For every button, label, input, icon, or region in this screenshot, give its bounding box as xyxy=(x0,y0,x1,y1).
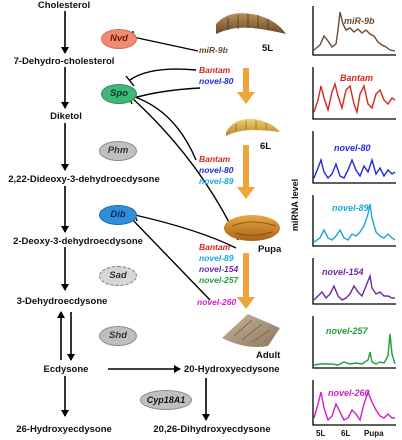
plot-label-novel-260: novel-260 xyxy=(328,388,370,398)
mirna-adult-novel-154: novel-154 xyxy=(199,264,239,274)
mirna-adult-novel-89: novel-89 xyxy=(199,253,234,263)
trace-novel-260 xyxy=(313,389,395,422)
x-tick-pupa: Pupa xyxy=(364,429,384,438)
mirna-novel-260: novel-260 xyxy=(197,297,237,307)
trace-bantam xyxy=(313,81,396,115)
metabolite-ecdysone: Ecdysone xyxy=(43,364,89,375)
mirna-pupa-novel-89: novel-89 xyxy=(199,176,234,186)
mirna-6l-novel-80: novel-80 xyxy=(199,76,234,86)
expression-traces xyxy=(313,11,396,422)
metabolite-20-hydroxyecdysone: 20-Hydroxyecdysone xyxy=(184,364,280,375)
x-tick-6l: 6L xyxy=(341,429,351,438)
plot-label-novel-89: novel-89 xyxy=(332,203,369,213)
larva-6l-image xyxy=(226,118,280,136)
stage-label-pupa: Pupa xyxy=(258,244,282,255)
enzyme-nvd: Nvd xyxy=(101,29,137,49)
enzyme-sad: Sad xyxy=(99,266,137,286)
trace-novel-80 xyxy=(313,157,396,180)
metabolite-2-22-dideoxy: 2,22-Dideoxy-3-dehydroecdysone xyxy=(8,174,160,185)
adult-moth-image xyxy=(222,314,280,347)
metabolite-26-hydroxyecdysone: 26-Hydroxyecdysone xyxy=(16,424,112,435)
mirna-adult-bantam: Bantam xyxy=(199,242,231,252)
trace-novel-89 xyxy=(313,203,396,243)
plot-label-bantam: Bantam xyxy=(340,73,374,83)
mirna-adult-novel-257: novel-257 xyxy=(199,275,239,285)
metabolite-2-deoxy: 2-Deoxy-3-dehydroecdysone xyxy=(13,236,143,247)
y-axis-label: miRNA level xyxy=(290,178,300,232)
plot-label-novel-154: novel-154 xyxy=(322,267,364,277)
metabolite-diketol: Diketol xyxy=(50,111,82,122)
mirna-pupa-novel-80: novel-80 xyxy=(199,165,234,175)
metabolite-7-dehydrocholesterol: 7-Dehydro-cholesterol xyxy=(13,56,115,67)
plot-label-novel-80: novel-80 xyxy=(334,143,371,153)
metabolite-3-dehydroecdysone: 3-Dehydroecdysone xyxy=(16,296,108,307)
pupa-image xyxy=(224,215,280,241)
plot-label-novel-257: novel-257 xyxy=(326,326,368,336)
stage-label-6l: 6L xyxy=(260,141,272,152)
metabolite-cholesterol: Cholesterol xyxy=(37,0,91,11)
enzyme-dib: Dib xyxy=(99,205,137,225)
trace-mir-9b xyxy=(313,11,396,52)
plot-label-mir-9b: miR-9b xyxy=(344,16,375,26)
enzyme-shd: Shd xyxy=(99,326,137,346)
trace-novel-154 xyxy=(313,273,395,301)
enzyme-spo: Spo xyxy=(101,84,137,104)
larva-5l-image xyxy=(216,13,286,34)
stage-label-5l: 5L xyxy=(262,43,274,54)
plot-axes xyxy=(312,6,396,426)
stage-arrows xyxy=(237,68,255,309)
mirna-6l-bantam: Bantam xyxy=(199,65,231,75)
trace-novel-257 xyxy=(313,333,396,366)
stage-label-adult: Adult xyxy=(256,350,281,361)
pathway-arrows xyxy=(57,11,210,421)
enzyme-phm: Phm xyxy=(99,141,137,161)
enzyme-cyp18a1: Cyp18A1 xyxy=(140,390,192,410)
x-tick-5l: 5L xyxy=(316,429,326,438)
mirna-5l-mir-9b: miR-9b xyxy=(199,45,228,55)
mirna-pupa-bantam: Bantam xyxy=(199,154,231,164)
metabolite-20-26-dihydroxyecdysone: 20,26-Dihydroxyecdysone xyxy=(153,424,271,435)
